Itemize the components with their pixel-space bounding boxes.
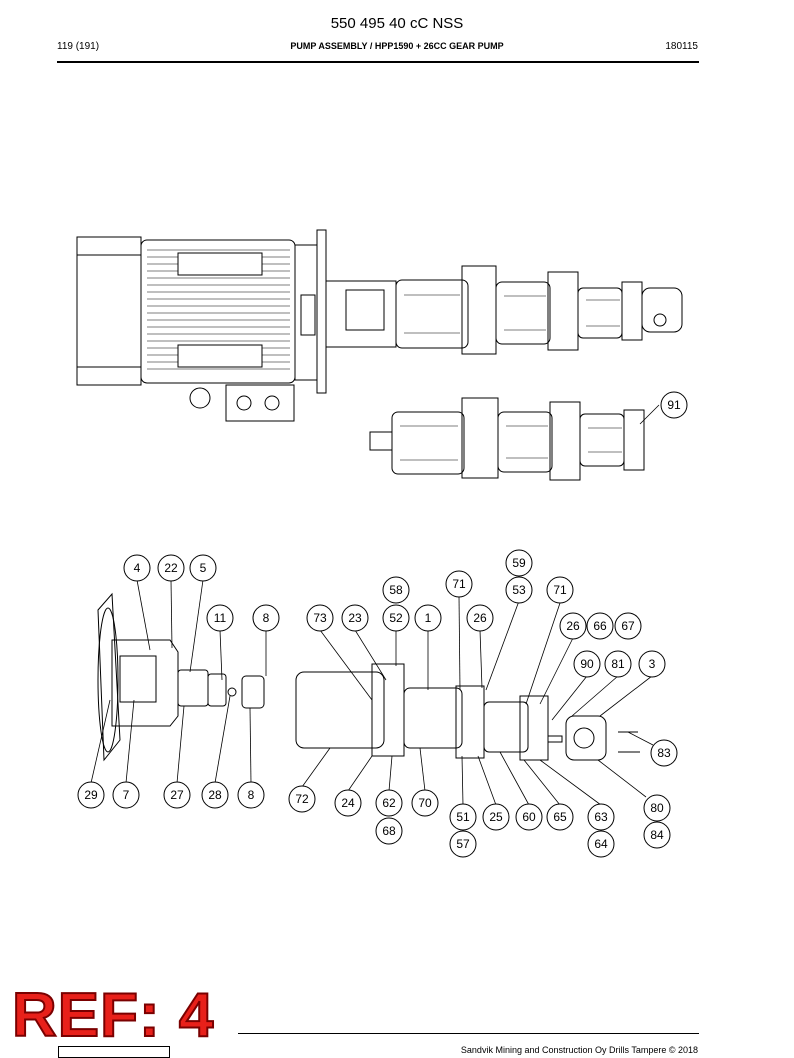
svg-text:23: 23 <box>348 611 362 625</box>
svg-text:63: 63 <box>594 810 608 824</box>
svg-text:5: 5 <box>200 561 207 575</box>
svg-text:81: 81 <box>611 657 625 671</box>
svg-text:58: 58 <box>389 583 403 597</box>
callout-51: 51 <box>449 803 477 831</box>
callout-62: 62 <box>375 789 403 817</box>
svg-text:25: 25 <box>489 810 503 824</box>
callout-68: 68 <box>375 817 403 845</box>
callout-26: 26 <box>559 612 587 640</box>
svg-text:52: 52 <box>389 611 403 625</box>
callout-5: 5 <box>189 554 217 582</box>
callout-23: 23 <box>341 604 369 632</box>
ref-stamp: REF: 4 <box>11 981 215 1050</box>
svg-text:71: 71 <box>452 577 466 591</box>
svg-text:62: 62 <box>382 796 396 810</box>
page-number: 119 (191) <box>57 41 100 52</box>
callout-73: 73 <box>306 604 334 632</box>
svg-text:29: 29 <box>84 788 98 802</box>
callout-7: 7 <box>112 781 140 809</box>
pump-only-drawing <box>369 397 645 481</box>
svg-text:73: 73 <box>313 611 327 625</box>
svg-text:26: 26 <box>473 611 487 625</box>
callout-3: 3 <box>638 650 666 678</box>
svg-text:11: 11 <box>214 611 227 625</box>
callout-72: 72 <box>288 785 316 813</box>
svg-text:90: 90 <box>580 657 594 671</box>
callout-11: 11 <box>206 604 234 632</box>
svg-text:57: 57 <box>456 837 470 851</box>
callout-67: 67 <box>614 612 642 640</box>
svg-text:91: 91 <box>667 398 681 412</box>
callout-26: 26 <box>466 604 494 632</box>
motor-assembly-drawing <box>76 229 683 422</box>
exploded-view-drawing <box>90 404 660 806</box>
callout-84: 84 <box>643 821 671 849</box>
svg-text:3: 3 <box>649 657 656 671</box>
callout-80: 80 <box>643 794 671 822</box>
svg-text:7: 7 <box>123 788 130 802</box>
callout-57: 57 <box>449 830 477 858</box>
document-code: 180115 <box>665 41 698 52</box>
callout-24: 24 <box>334 789 362 817</box>
svg-text:71: 71 <box>553 583 567 597</box>
company-logo <box>58 1046 170 1058</box>
callout-71: 71 <box>445 570 473 598</box>
svg-text:53: 53 <box>512 583 526 597</box>
callout-64: 64 <box>587 830 615 858</box>
callout-90: 90 <box>573 650 601 678</box>
callout-83: 83 <box>650 739 678 767</box>
callout-70: 70 <box>411 789 439 817</box>
svg-text:68: 68 <box>382 824 396 838</box>
footer-divider <box>238 1033 699 1034</box>
svg-text:22: 22 <box>164 561 178 575</box>
svg-text:27: 27 <box>170 788 184 802</box>
callout-8: 8 <box>252 604 280 632</box>
svg-text:80: 80 <box>650 801 664 815</box>
svg-text:1: 1 <box>425 611 432 625</box>
svg-text:72: 72 <box>295 792 309 806</box>
callout-81: 81 <box>604 650 632 678</box>
svg-text:24: 24 <box>341 796 355 810</box>
callout-22: 22 <box>157 554 185 582</box>
callout-63: 63 <box>587 803 615 831</box>
header-divider <box>57 61 699 63</box>
svg-text:8: 8 <box>263 611 270 625</box>
svg-text:60: 60 <box>522 810 536 824</box>
footer-copyright: Sandvik Mining and Construction Oy Drill… <box>460 1045 698 1055</box>
callout-25: 25 <box>482 803 510 831</box>
callout-29: 29 <box>77 781 105 809</box>
callout-91: 91 <box>660 391 688 419</box>
callout-28: 28 <box>201 781 229 809</box>
callout-65: 65 <box>546 803 574 831</box>
svg-text:59: 59 <box>512 556 526 570</box>
callout-8: 8 <box>237 781 265 809</box>
svg-text:66: 66 <box>593 619 607 633</box>
callout-71: 71 <box>546 576 574 604</box>
callout-52: 52 <box>382 604 410 632</box>
svg-text:28: 28 <box>208 788 222 802</box>
callout-59: 59 <box>505 549 533 577</box>
svg-text:4: 4 <box>134 561 141 575</box>
svg-text:51: 51 <box>456 810 470 824</box>
page-title: PUMP ASSEMBLY / HPP1590 + 26CC GEAR PUMP <box>290 41 504 51</box>
callout-27: 27 <box>163 781 191 809</box>
svg-text:70: 70 <box>418 796 432 810</box>
callout-1: 1 <box>414 604 442 632</box>
svg-text:65: 65 <box>553 810 567 824</box>
callout-4: 4 <box>123 554 151 582</box>
svg-text:84: 84 <box>650 828 664 842</box>
callout-60: 60 <box>515 803 543 831</box>
svg-text:26: 26 <box>566 619 580 633</box>
document-number: 550 495 40 cC NSS <box>330 15 464 32</box>
callout-58: 58 <box>382 576 410 604</box>
callout-66: 66 <box>586 612 614 640</box>
svg-text:8: 8 <box>248 788 255 802</box>
svg-text:67: 67 <box>621 619 635 633</box>
svg-text:83: 83 <box>657 746 671 760</box>
callout-53: 53 <box>505 576 533 604</box>
svg-text:64: 64 <box>594 837 608 851</box>
callout-group: 91 59 4 22 5 71 58 53 71 11 8 73 23 52 1… <box>77 391 688 858</box>
